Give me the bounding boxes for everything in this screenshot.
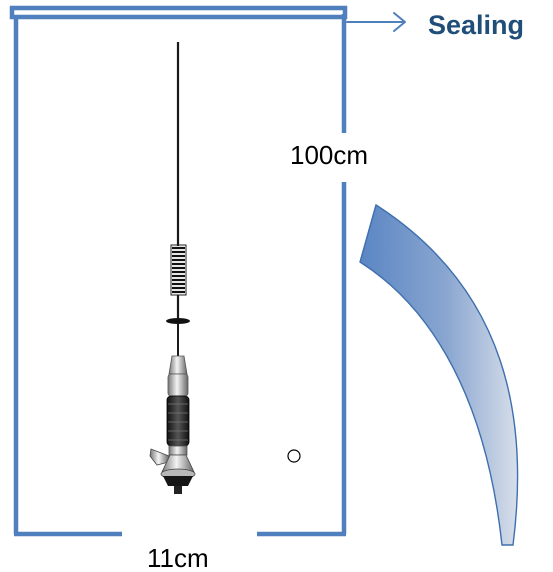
sealing-label: Sealing [428,10,525,40]
sealing-lid [9,5,348,20]
right-arrow-icon [346,12,406,32]
container-frame [13,14,347,537]
curved-arrow-icon [359,203,519,546]
height-dimension-label: 100cm [290,140,369,170]
small-circle-marker [287,449,301,463]
width-dimension-label: 11cm [147,543,209,572]
antenna-icon [149,42,196,494]
